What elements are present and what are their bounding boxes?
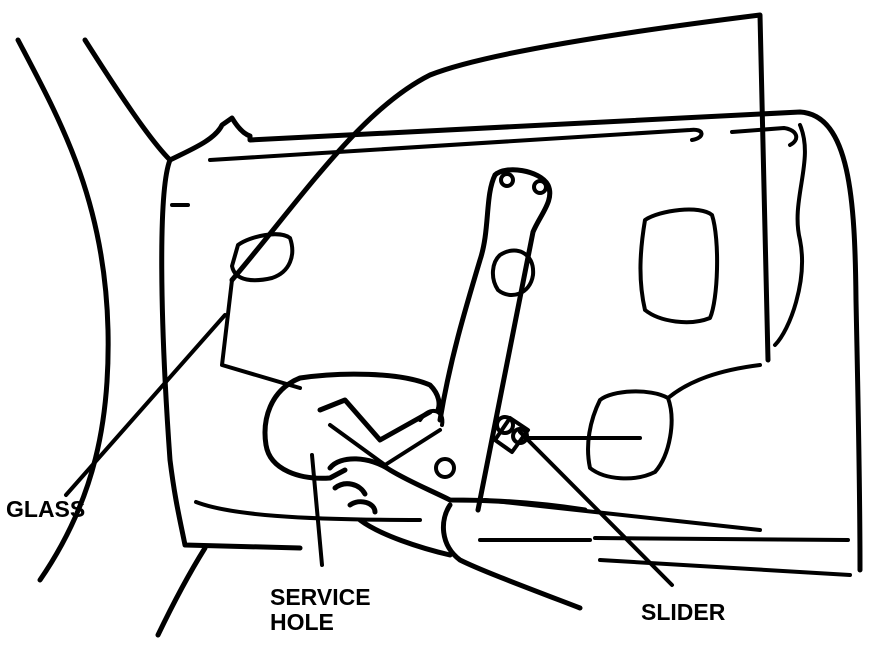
window-glass: [220, 12, 771, 390]
glass-leader: [64, 313, 227, 497]
regulator-arm: [434, 167, 553, 513]
callout-leaders: [64, 313, 674, 587]
label-slider: SLIDER: [641, 600, 725, 625]
door-pillar: [15, 37, 208, 638]
label-slider-text: SLIDER: [641, 599, 726, 625]
hand-illustration: [327, 456, 592, 611]
slider-mechanism: [493, 415, 642, 454]
label-service-hole: SERVICE HOLE: [270, 585, 371, 635]
door-inner-panel: [159, 109, 863, 577]
label-service-hole-line2: HOLE: [270, 609, 334, 635]
label-glass: GLASS: [6, 497, 85, 522]
service-hole-leader: [310, 453, 324, 567]
lift-linkage: [317, 397, 445, 467]
slider-leader: [518, 430, 674, 587]
service-hole: [262, 371, 442, 481]
label-glass-text: GLASS: [6, 496, 86, 522]
label-service-hole-line1: SERVICE: [270, 584, 371, 610]
panel-openings: [230, 207, 762, 481]
